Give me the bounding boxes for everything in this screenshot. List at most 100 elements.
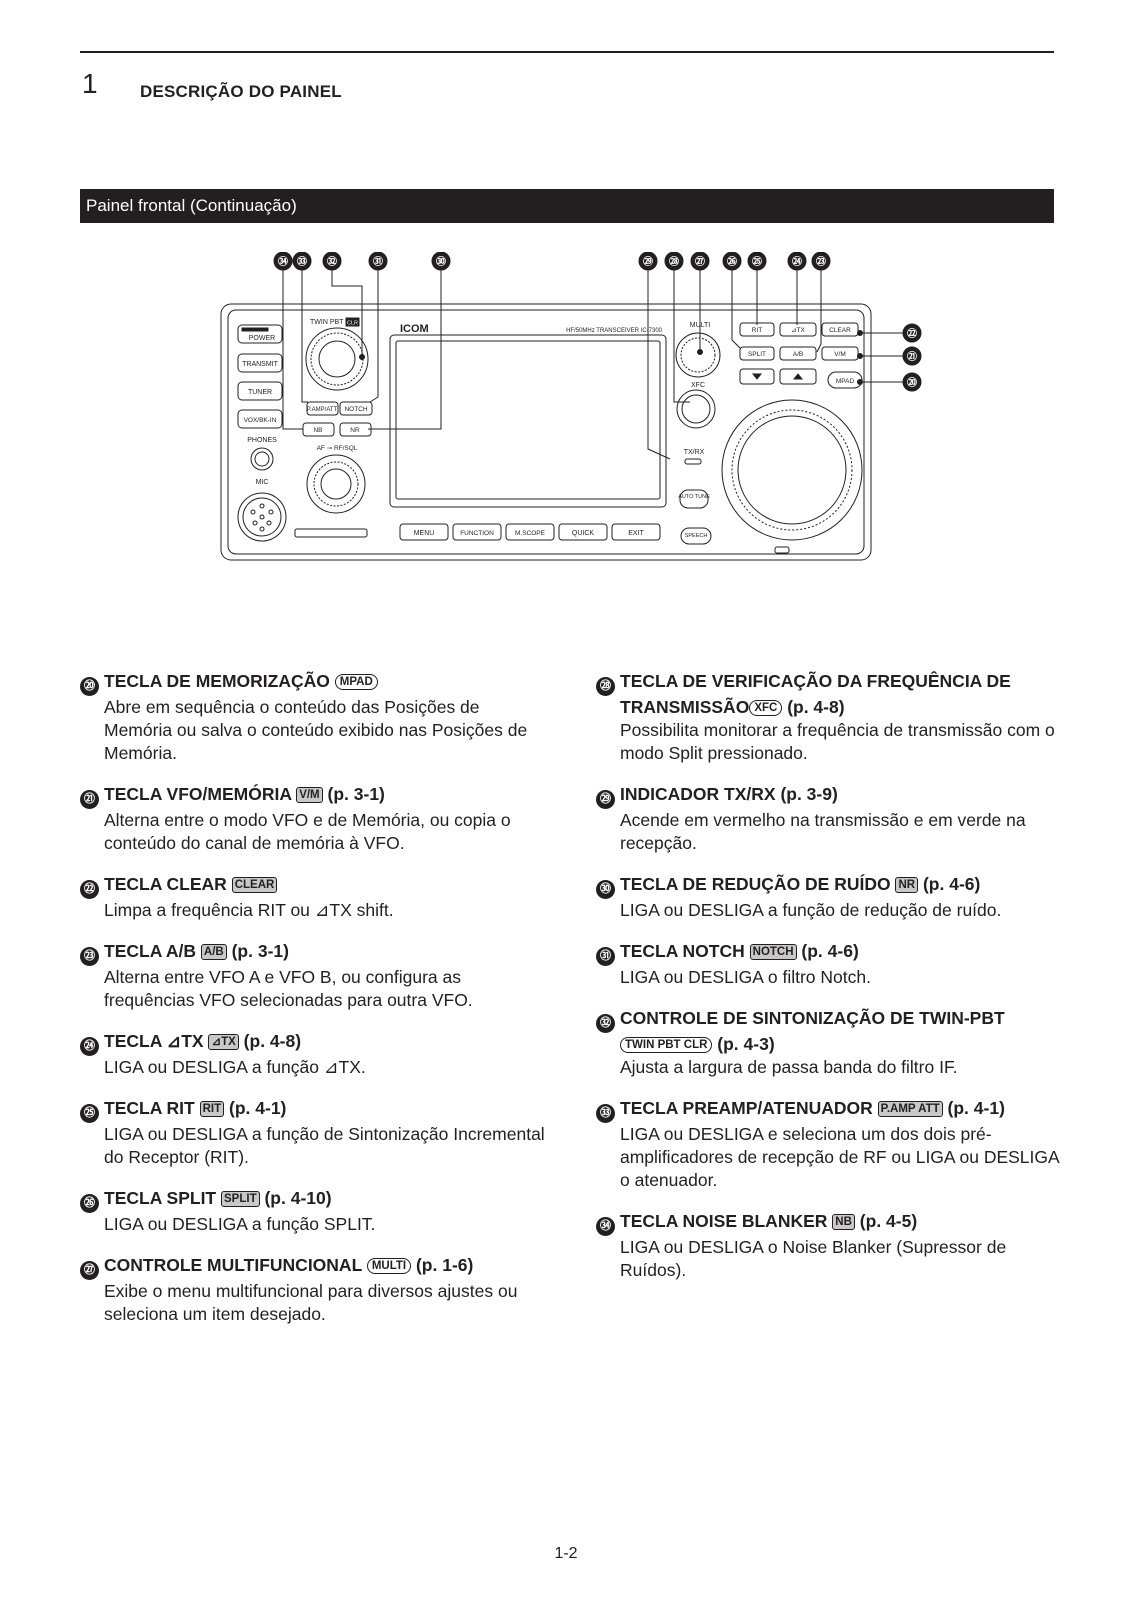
ab-label: A/B [793,351,803,358]
item-31-key: NOTCH [749,944,797,960]
item-34-title: TECLA NOISE BLANKER [620,1211,828,1231]
item-27-number: ㉗ [80,1261,99,1280]
multi-xfc: MULTI XFC TX/RX AUTO TUNE [675,322,721,509]
callout-29-label: ㉙ [643,255,653,268]
right-keys: RIT ⊿TX CLEAR SPLIT A/B V/M MPAD [739,322,863,389]
item-25-ref: (p. 4-1) [229,1098,287,1118]
rit-label: RIT [752,327,763,334]
item-32-title: CONTROLE DE SINTONIZAÇÃO DE TWIN-PBT [620,1008,1005,1028]
item-22-body: Limpa a frequência RIT ou ⊿TX shift. [104,900,394,920]
clr-label: CLR [347,321,358,327]
tuner-label: TUNER [248,389,272,396]
callout-30-label: ㉚ [436,255,446,268]
item-30-body: LIGA ou DESLIGA a função de redução de r… [620,900,1002,920]
callout-21-label: ㉑ [907,350,917,363]
callout-25-label: ㉕ [752,255,762,268]
item-33-number: ㉝ [596,1104,615,1123]
item-22-key: CLEAR [231,877,278,893]
item-25-title: TECLA RIT [104,1098,195,1118]
quick-label: QUICK [572,530,595,537]
item-29-number: ㉙ [596,790,615,809]
item-21-ref: (p. 3-1) [327,784,385,804]
item-22: ㉒ TECLA CLEAR CLEAR Limpa a frequência RI… [80,873,550,922]
callout-21: ㉑ [902,346,922,366]
item-32-body: Ajusta a largura de passa banda do filtr… [620,1057,958,1077]
power-label: POWER [249,335,275,342]
item-23-key: A/B [200,944,227,960]
speech-label: SPEECH [685,533,708,539]
dtx-label: ⊿TX [791,327,805,334]
clear-label: CLEAR [829,327,851,334]
bottom-buttons: MENU FUNCTION M.SCOPE QUICK EXIT SPEECH [399,523,712,545]
item-23-number: ㉓ [80,947,99,966]
item-27-key: MULTI [366,1258,412,1274]
item-32-number: ㉜ [596,1014,615,1033]
item-33-body: LIGA ou DESLIGA e seleciona um dos dois … [620,1124,1059,1190]
item-22-title: TECLA CLEAR [104,874,227,894]
item-28-ref: (p. 4-8) [787,697,845,717]
phones-label: PHONES [247,437,277,444]
item-28-title: TECLA DE VERIFICAÇÃO DA FREQUÊNCIA DE TR… [620,671,1011,717]
item-33-title: TECLA PREAMP/ATENUADOR [620,1098,873,1118]
item-22-number: ㉒ [80,880,99,899]
item-30-title: TECLA DE REDUÇÃO DE RUÍDO [620,874,891,894]
callout-33: ㉝ [292,252,312,271]
item-33-ref: (p. 4-1) [947,1098,1005,1118]
item-26-body: LIGA ou DESLIGA a função SPLIT. [104,1214,376,1234]
callout-28: ㉘ [664,252,684,271]
left-buttons: POWER TRANSMIT TUNER VOX/BK-IN PHONES MI… [237,324,287,542]
item-29-ref: (p. 3-9) [780,784,838,804]
item-29-body: Acende em vermelho na transmissão e em v… [620,810,1026,853]
callout-32-label: ㉜ [327,255,337,268]
item-21-number: ㉑ [80,790,99,809]
radio-body [220,303,872,561]
item-28-key: XFC [749,700,783,716]
item-30-key: NR [895,877,919,893]
callout-20-label: ⑳ [907,376,917,389]
section-header: Painel frontal (Continuação) [80,189,1054,223]
header-rule [80,51,1054,53]
xfc-label: XFC [691,382,705,389]
display-area: ICOM HF/50MHz TRANSCEIVER IC-7300 [389,323,667,508]
item-27-body: Exibe o menu multifuncional para diverso… [104,1281,518,1324]
item-25-key: RIT [199,1101,225,1117]
notch-label: NOTCH [344,406,367,413]
item-34-ref: (p. 4-5) [859,1211,918,1231]
callout-25: ㉕ [747,252,767,271]
item-21-title: TECLA VFO/MEMÓRIA [104,784,292,804]
af-rf-label: AF ⊸ RF/SQL [317,445,358,452]
page-number: 1-2 [554,1545,578,1562]
item-31-body: LIGA ou DESLIGA o filtro Notch. [620,967,871,987]
item-20-body: Abre em sequência o conteúdo das Posiçõe… [104,697,528,763]
txrx-label: TX/RX [684,449,705,456]
leader-lines [282,270,903,460]
nb-label: NB [313,427,322,434]
callout-32: ㉜ [322,252,342,271]
item-26-key: SPLIT [221,1191,260,1207]
callout-numbers-top: ㉞ ㉝ ㉜ ㉛ ㉚ ㉙ ㉘ ㉗ ㉖ ㉕ ㉔ ㉓ [273,252,831,271]
brand-label: ICOM [400,323,429,335]
item-24-key: ⊿TX [208,1034,239,1050]
item-24-ref: (p. 4-8) [243,1031,302,1051]
item-30-ref: (p. 4-6) [922,874,981,894]
item-21-body: Alterna entre o modo VFO e de Memória, o… [104,810,511,853]
vm-label: V/M [834,351,846,358]
callout-31: ㉛ [368,252,388,271]
item-20-key: MPAD [334,674,378,690]
item-23-body: Alterna entre VFO A e VFO B, ou configur… [104,967,473,1010]
item-27-ref: (p. 1-6) [415,1255,474,1275]
section-title: Painel frontal (Continuação) [86,196,297,215]
